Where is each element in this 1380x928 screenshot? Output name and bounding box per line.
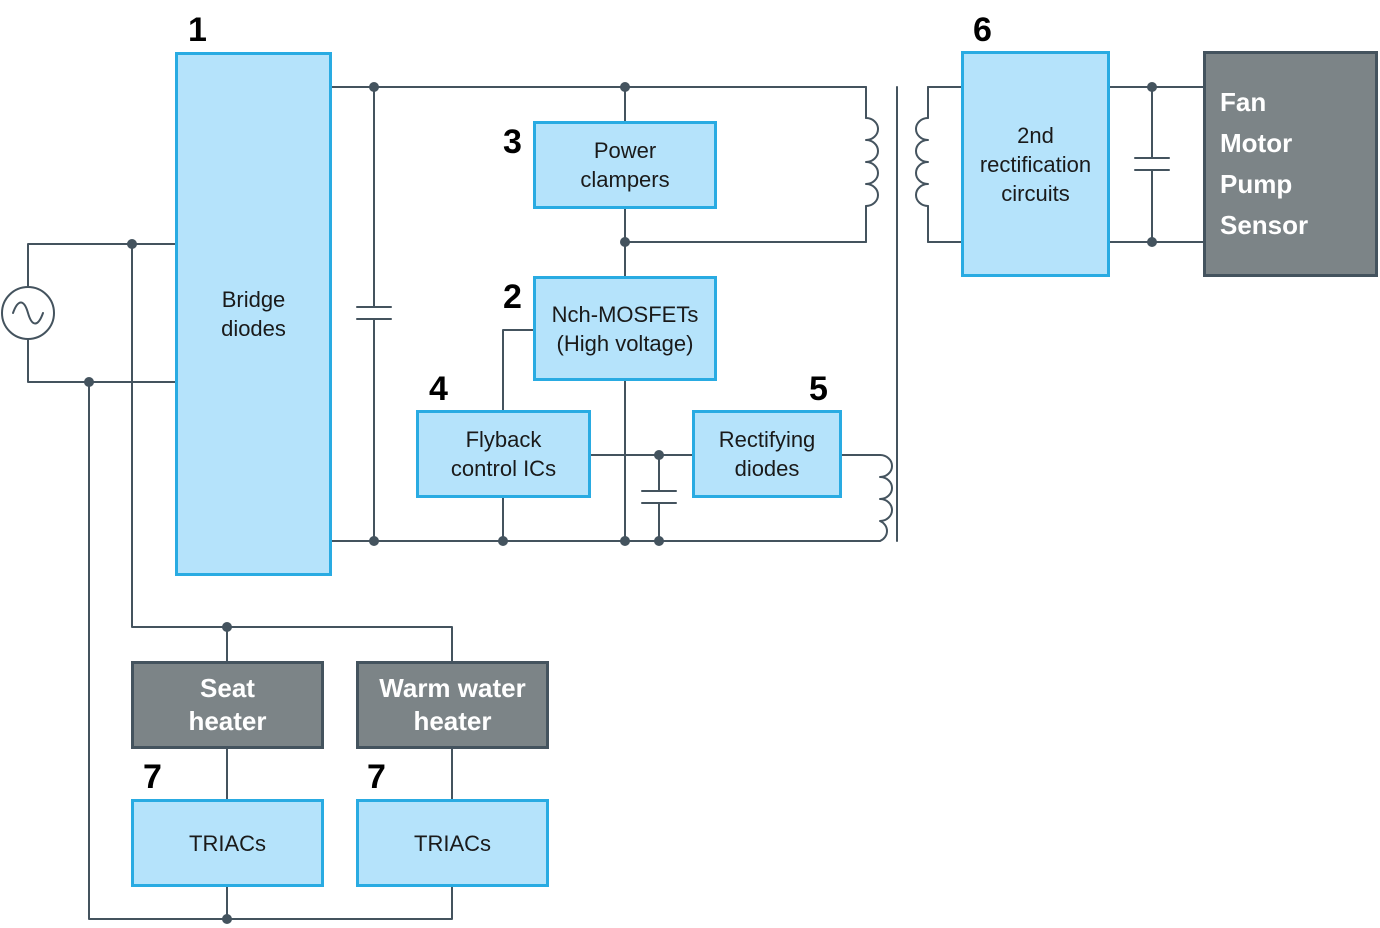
- ac-source-icon: [1, 286, 55, 340]
- ref-number-2: 2: [503, 278, 522, 316]
- auxiliary-winding: [879, 454, 893, 542]
- seat-heater-block: Seat heater: [131, 661, 324, 749]
- block-label-line: Warm water: [379, 673, 526, 703]
- block-label-line: rectification: [979, 151, 1092, 177]
- junction-dot: [222, 914, 232, 924]
- triacs-seat-block: TRIACs: [131, 799, 324, 887]
- ref-number-6: 6: [973, 11, 992, 49]
- ref-number-1: 1: [188, 11, 207, 49]
- block-label-line: Rectifying: [718, 427, 816, 452]
- nch-mosfets-block: Nch-MOSFETs (High voltage): [533, 276, 717, 381]
- second-rectification-block: 2nd rectification circuits: [961, 51, 1110, 277]
- junction-dot: [222, 622, 232, 632]
- block-label-line: heater: [413, 706, 492, 736]
- mains-top-wire: [27, 243, 177, 288]
- block-label-line: TRIACs: [189, 830, 266, 856]
- block-label-line: TRIACs: [414, 830, 491, 856]
- junction-dot: [1147, 82, 1157, 92]
- junction-dot: [84, 377, 94, 387]
- warm-water-heater-block: Warm water heater: [356, 661, 549, 749]
- ref-number-5: 5: [809, 370, 828, 408]
- triacs-water-block: TRIACs: [356, 799, 549, 887]
- load-label: Pump: [1220, 169, 1293, 199]
- block-label-line: Flyback: [465, 427, 542, 452]
- flyback-control-ics-block: Flyback control ICs: [416, 410, 591, 498]
- rectifying-diodes-block: Rectifying diodes: [692, 410, 842, 498]
- block-label-line: Nch-MOSFETs: [551, 301, 699, 327]
- ref-number-7-water: 7: [367, 758, 386, 796]
- block-label-line: control ICs: [450, 456, 557, 481]
- junction-dot: [620, 82, 630, 92]
- junction-dot: [620, 536, 630, 546]
- block-label-line: circuits: [1001, 180, 1070, 206]
- ref-number-4: 4: [429, 370, 448, 408]
- junction-dot: [127, 239, 137, 249]
- junction-dot: [654, 536, 664, 546]
- block-label-line: diodes: [734, 456, 800, 481]
- gate-drive-wire: [502, 329, 535, 412]
- block-label-line: Seat: [200, 673, 255, 703]
- block-label-line: Power: [593, 138, 657, 163]
- heater-return-wire: [88, 381, 453, 920]
- loads-block: Fan Motor Pump Sensor: [1203, 51, 1378, 277]
- power-clampers-block: Power clampers: [533, 121, 717, 209]
- bridge-diodes-block: Bridge diodes: [175, 52, 332, 576]
- junction-dot: [498, 536, 508, 546]
- junction-dot: [1147, 237, 1157, 247]
- load-label: Sensor: [1220, 210, 1309, 240]
- junction-dot: [620, 237, 630, 247]
- block-label-line: (High voltage): [556, 330, 694, 356]
- block-label-line: Bridge: [221, 287, 286, 312]
- secondary-winding: [915, 117, 929, 207]
- ref-number-7-seat: 7: [143, 758, 162, 796]
- load-label: Fan: [1220, 87, 1267, 117]
- primary-winding: [865, 117, 879, 207]
- heater-supply-wire: [131, 243, 453, 663]
- block-label-line: heater: [188, 706, 267, 736]
- junction-dot: [369, 536, 379, 546]
- ref-number-3: 3: [503, 123, 522, 161]
- mains-bottom-wire: [27, 338, 177, 383]
- load-label: Motor: [1220, 128, 1293, 158]
- block-label-line: clampers: [580, 167, 670, 192]
- junction-dot: [369, 82, 379, 92]
- block-label-line: diodes: [221, 316, 286, 341]
- junction-dot: [654, 450, 664, 460]
- block-label-line: 2nd: [1017, 122, 1054, 148]
